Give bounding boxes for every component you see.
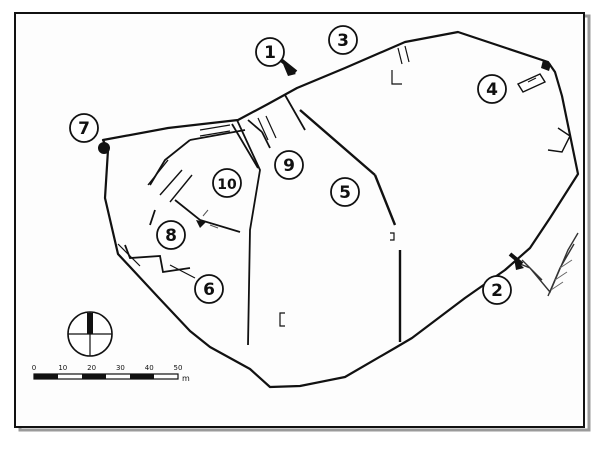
label-circle-8 (156, 220, 186, 250)
label-number-5: 5 (339, 183, 351, 203)
label-number-8: 8 (165, 226, 177, 246)
structure-4 (516, 73, 547, 93)
label-circle-7 (69, 113, 99, 143)
label-number-1: 1 (264, 43, 276, 63)
scale-tick-0: 0 (32, 364, 36, 372)
tower-4 (541, 60, 551, 71)
label-circle-10 (212, 168, 242, 198)
numbered-labels: 1 2 3 4 5 6 7 8 9 10 (69, 25, 512, 305)
scale-tick-10: 10 (58, 364, 67, 372)
tower-7 (98, 142, 110, 154)
scale-tick-50: 50 (174, 364, 183, 372)
label-circle-4 (477, 74, 507, 104)
entrance-arrow-8 (196, 220, 206, 228)
label-number-9: 9 (283, 156, 295, 176)
frame-border (14, 12, 585, 428)
scale-unit: m (182, 374, 190, 383)
label-circle-6 (194, 274, 224, 304)
label-circle-2 (482, 275, 512, 305)
label-number-6: 6 (203, 280, 215, 300)
label-circle-5 (330, 177, 360, 207)
label-circle-3 (328, 25, 358, 55)
scale-bar: 0 10 20 30 40 50 m (32, 364, 190, 383)
label-number-4: 4 (486, 80, 498, 100)
label-number-7: 7 (78, 119, 90, 139)
label-number-10: 10 (217, 177, 237, 193)
label-number-2: 2 (491, 281, 503, 301)
entrance-arrow-1 (283, 64, 296, 76)
outer-wall (101, 30, 580, 389)
inner-walls (117, 45, 571, 346)
scale-tick-20: 20 (87, 364, 96, 372)
label-number-3: 3 (337, 31, 349, 51)
label-circle-9 (274, 150, 304, 180)
compass (67, 311, 113, 357)
scale-tick-30: 30 (116, 364, 125, 372)
label-circle-1 (255, 37, 285, 67)
scale-tick-40: 40 (145, 364, 154, 372)
